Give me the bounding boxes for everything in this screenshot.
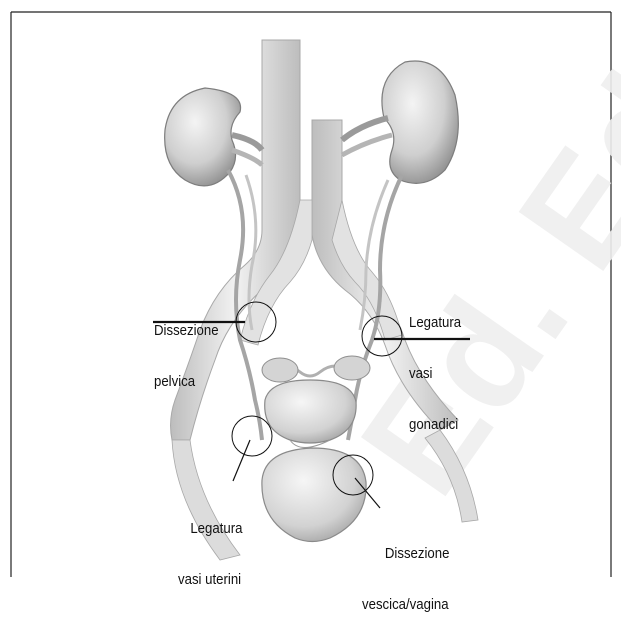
anatomy-diagram: Ed. Edizioni [0,0,621,577]
label-dissezione-pelvica: Dissezione pelvica [154,288,219,407]
label-line: Legatura [178,520,242,537]
label-line: pelvica [154,373,219,390]
label-line: Legatura [409,314,461,331]
label-dissezione-vescica-vagina: Dissezione vescica/vagina [362,511,449,630]
marker-legatura-uterini [232,416,272,456]
label-line: vasi [409,365,461,382]
watermark: Ed. Edizioni [328,0,621,523]
label-legatura-vasi-uterini: Legatura vasi uterini [178,486,242,605]
label-line: Dissezione [154,322,219,339]
leader-legatura-uterini [233,440,250,481]
left-kidney [165,88,262,186]
right-kidney [342,61,458,183]
label-legatura-vasi-gonadici: Legatura vasi gonadici [409,280,461,450]
label-line: vasi uterini [178,571,242,588]
label-line: gonadici [409,416,461,433]
label-line: Dissezione [362,545,449,562]
label-line: vescica/vagina [362,596,449,613]
